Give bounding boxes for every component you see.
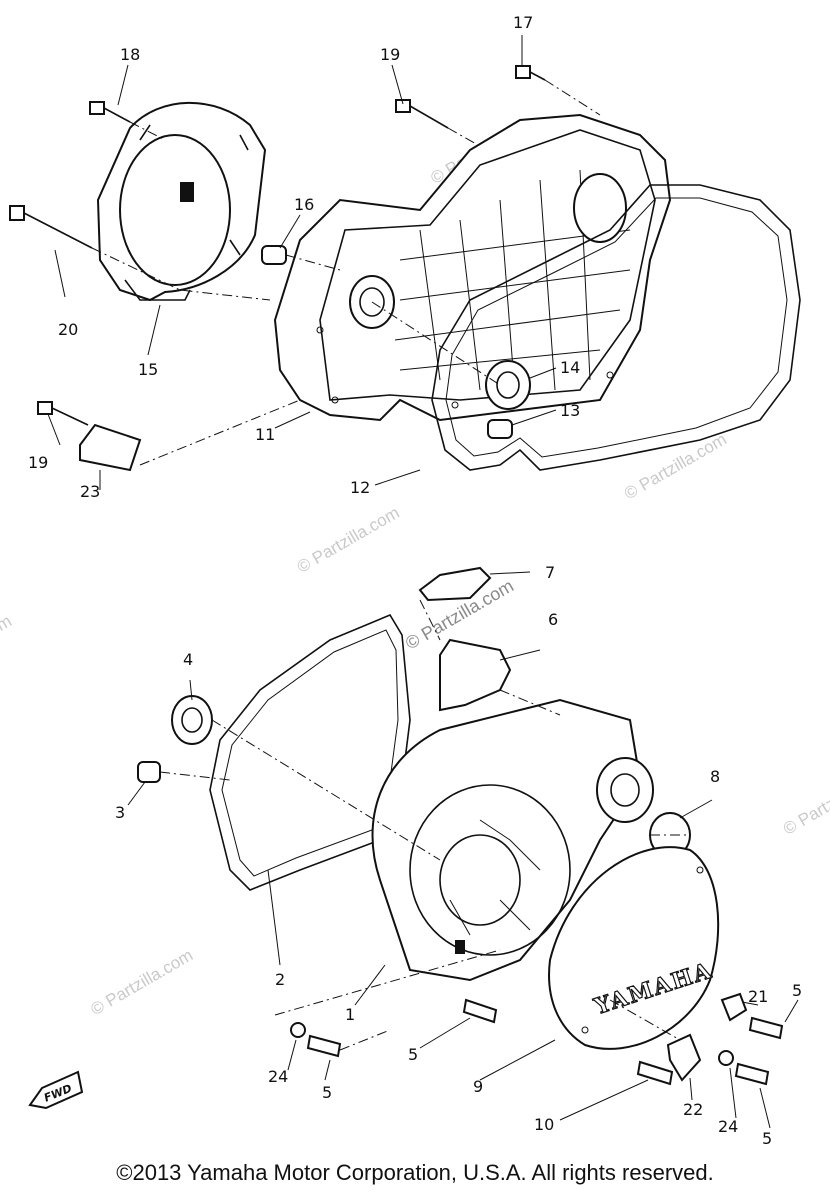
- part-12-gasket: [431, 184, 801, 471]
- callout-3: 3: [115, 803, 125, 822]
- callout-20: 20: [58, 320, 78, 339]
- copyright-notice: ©2013 Yamaha Motor Corporation, U.S.A. A…: [116, 1160, 714, 1185]
- part-20-bolt: [9, 205, 93, 249]
- part-24-washer-right: [718, 1050, 734, 1066]
- callout-18: 18: [120, 45, 140, 64]
- callout-8: 8: [710, 767, 720, 786]
- callout-22: 22: [683, 1100, 703, 1119]
- callout-7: 7: [545, 563, 555, 582]
- part-5-bolt-3: [748, 1016, 784, 1040]
- part-6-cover: [439, 638, 512, 712]
- callout-14: 14: [560, 358, 580, 377]
- part-19-bolt-upper: [395, 99, 449, 129]
- callout-10: 10: [534, 1115, 554, 1134]
- part-5-bolt-4: [734, 1062, 770, 1086]
- watermark-6: © Partzilla.com: [621, 430, 730, 504]
- callout-1: 1: [345, 1005, 355, 1024]
- callout-19-top: 19: [380, 45, 400, 64]
- part-5-bolt-2: [462, 998, 498, 1024]
- callout-5-middle: 5: [408, 1045, 418, 1064]
- watermark-9: © Partzilla.com: [780, 765, 830, 839]
- part-18-bolt: [89, 101, 131, 123]
- part-22-bracket: [666, 1033, 702, 1082]
- callouts: 18 19 17 16 20 15 14 13 11 19 12 23 7 6 …: [28, 13, 802, 1148]
- part-16-dowel: [261, 245, 287, 265]
- part-1-crankcase-cover: [371, 698, 654, 982]
- part-11-case-cover: [273, 113, 672, 422]
- watermark-4: © Partzilla.com: [0, 611, 15, 685]
- part-2-gasket: [209, 613, 411, 891]
- callout-6: 6: [548, 610, 558, 629]
- part-23-bracket: [79, 423, 142, 472]
- watermark-5: © Partzilla.com: [294, 503, 403, 577]
- callout-2: 2: [275, 970, 285, 989]
- part-14-oil-seal: [485, 360, 531, 410]
- callout-23: 23: [80, 482, 100, 501]
- part-17-bolt: [515, 65, 546, 81]
- part-19-bolt-lower: [37, 401, 89, 426]
- callout-5-far-right: 5: [792, 981, 802, 1000]
- part-9-outer-cover: YAMAHA: [548, 846, 720, 1050]
- callout-12: 12: [350, 478, 370, 497]
- callout-5-left: 5: [322, 1083, 332, 1102]
- part-24-washer-left: [290, 1022, 306, 1038]
- fwd-arrow-icon: FWD: [28, 1070, 84, 1110]
- callout-13: 13: [560, 401, 580, 420]
- callout-16: 16: [294, 195, 314, 214]
- callout-9: 9: [473, 1077, 483, 1096]
- callout-24-right: 24: [718, 1117, 738, 1136]
- part-5-bolt-1: [306, 1034, 342, 1058]
- part-4-oil-seal: [171, 695, 213, 745]
- part-21-clip: [720, 992, 748, 1022]
- callout-21: 21: [748, 987, 768, 1006]
- watermark-7: © Partzilla.com: [87, 945, 196, 1019]
- callout-11: 11: [255, 425, 275, 444]
- part-7-plate: [418, 566, 492, 602]
- leader-lines: [47, 35, 799, 1129]
- callout-4: 4: [183, 650, 193, 669]
- callout-19-lower: 19: [28, 453, 48, 472]
- part-13-dowel: [487, 419, 513, 439]
- callout-17: 17: [513, 13, 533, 32]
- part-10-bolt: [636, 1060, 674, 1086]
- callout-15: 15: [138, 360, 158, 379]
- callout-5-bottom-right: 5: [762, 1129, 772, 1148]
- part-3-dowel: [137, 761, 161, 783]
- part-15-cover: [96, 101, 267, 302]
- callout-24-left: 24: [268, 1067, 288, 1086]
